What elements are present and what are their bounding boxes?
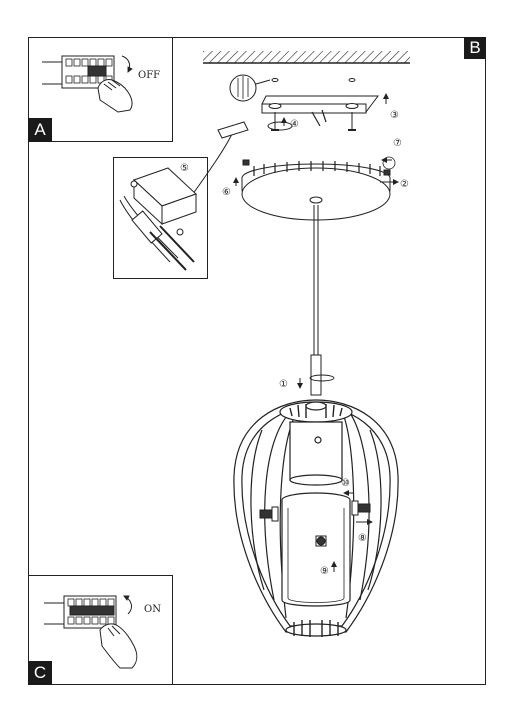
panel-a-label: A — [28, 118, 52, 142]
off-text: OFF — [138, 70, 160, 81]
panel-c-label: C — [28, 661, 52, 685]
terminal-block-illustration — [119, 167, 197, 271]
ceiling-hatch — [203, 51, 410, 64]
step-10-label: ⑩ — [341, 478, 350, 489]
ceiling-canopy — [241, 161, 391, 221]
step-9-label: ⑨ — [320, 566, 329, 577]
breaker-switch-on-illustration — [44, 595, 138, 669]
step-4-label: ④ — [290, 119, 299, 130]
step-1-label: ① — [279, 379, 288, 390]
step-6-label: ⑥ — [222, 187, 231, 198]
step-2-label: ② — [400, 179, 409, 190]
cage-lampshade — [233, 399, 399, 637]
suspension-cord — [310, 205, 322, 396]
wall-anchor-detail — [229, 74, 271, 102]
step-8-label: ⑧ — [358, 533, 367, 544]
main-frame — [28, 37, 486, 685]
wire-connector — [217, 121, 249, 139]
panel-b-label: B — [464, 37, 486, 59]
canopy-side-screw — [242, 159, 391, 176]
glass-cylinder — [281, 492, 351, 607]
fixing-screw-driver — [311, 109, 327, 127]
fixing-bolt-right — [351, 500, 371, 516]
lamp-holder — [289, 421, 343, 486]
on-text: ON — [144, 604, 161, 615]
breaker-switch-off-illustration — [42, 55, 133, 113]
step-5-label: ⑤ — [180, 163, 189, 174]
step-3-label: ③ — [390, 110, 399, 121]
mounting-bracket — [261, 95, 379, 114]
fixing-bolt-left — [259, 506, 279, 522]
step-7-label: ⑦ — [393, 138, 402, 149]
supply-wire — [189, 133, 233, 199]
bulb-screw — [315, 535, 327, 547]
